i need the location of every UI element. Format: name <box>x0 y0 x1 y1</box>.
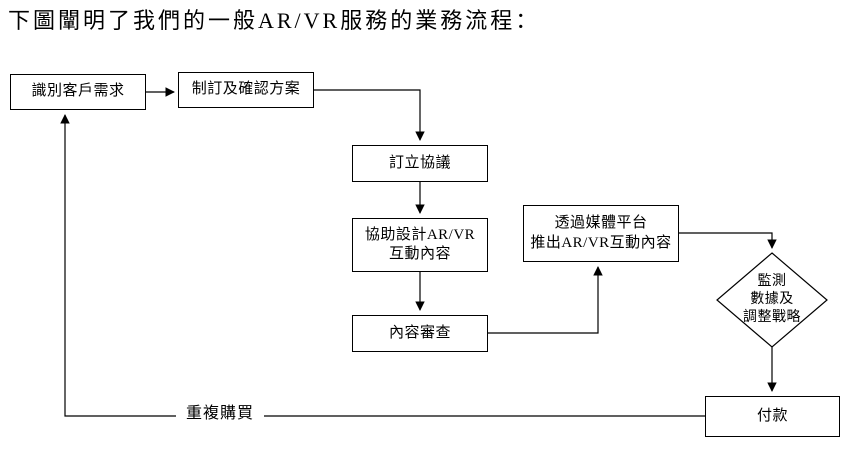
node-monitor-adjust-strategy: 監測 數據及 調整戰略 <box>717 253 827 347</box>
repeat-purchase-label: 重複購買 <box>176 405 265 423</box>
node-label-line2: 推出AR/VR互動內容 <box>530 234 672 251</box>
node-assist-design-arvr-content: 協助設計AR/VR 互動內容 <box>352 218 488 272</box>
edge-launch-to-monitor <box>679 232 777 249</box>
node-label: 付款 <box>756 407 788 424</box>
node-content-review: 內容審查 <box>352 315 488 352</box>
node-formulate-confirm-plan: 制訂及確認方案 <box>178 72 314 108</box>
node-payment: 付款 <box>705 396 840 437</box>
edge-review-to-launch <box>488 266 603 334</box>
node-label: 制訂及確認方案 <box>191 81 301 98</box>
node-label-line2: 互動內容 <box>388 246 451 262</box>
node-label: 識別客戶需求 <box>31 83 125 100</box>
node-label-line3: 調整戰略 <box>743 310 801 326</box>
node-identify-customer-needs: 識別客戶需求 <box>10 74 146 110</box>
edge-plan-to-agreement <box>314 89 425 141</box>
diagram-title: 下圖闡明了我們的一般AR/VR服務的業務流程： <box>8 8 541 33</box>
node-label: 訂立協議 <box>388 154 451 171</box>
node-launch-via-media-platform: 透過媒體平台 推出AR/VR互動內容 <box>523 205 679 262</box>
node-label-line1: 監測 <box>757 273 787 289</box>
node-label-line2: 數據及 <box>750 291 794 307</box>
node-label: 內容審查 <box>388 324 451 341</box>
edge-payment-to-identify <box>60 114 705 417</box>
node-label-line1: 透過媒體平台 <box>554 215 648 231</box>
node-label-line1: 協助設計AR/VR <box>364 226 476 243</box>
monitor-diamond-shape <box>716 252 828 348</box>
node-enter-agreement: 訂立協議 <box>352 145 488 182</box>
